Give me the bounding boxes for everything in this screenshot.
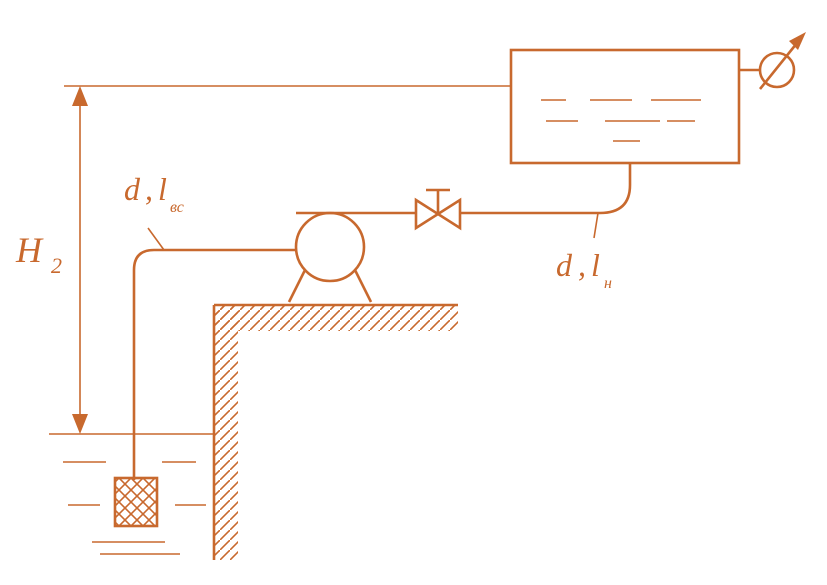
svg-text:,: ,: [145, 171, 153, 207]
pump-icon: [287, 211, 373, 303]
upper-tank: [509, 48, 741, 165]
ground-wall: [212, 303, 458, 560]
pressure-gauge-icon: [739, 32, 806, 90]
svg-text:d: d: [556, 247, 573, 283]
height-label: H: [15, 230, 44, 270]
height-label-subscript: 2: [51, 253, 62, 278]
svg-text:d: d: [124, 171, 141, 207]
suction-label-leader: [147, 227, 165, 251]
svg-text:l: l: [158, 171, 167, 207]
height-dimension-arrow: [72, 86, 88, 434]
sump-water: [63, 461, 206, 555]
suction-strainer-icon: [113, 476, 159, 528]
suction-pipe-label: d , l вс: [124, 171, 184, 216]
discharge-label-leader: [593, 212, 599, 239]
svg-text:н: н: [604, 275, 612, 292]
valve-icon: [414, 188, 462, 231]
suction-pipe: [132, 248, 296, 480]
discharge-pipe-label: d , l н: [556, 247, 612, 292]
svg-text:l: l: [591, 247, 600, 283]
svg-text:,: ,: [578, 247, 586, 283]
discharge-pipe: [330, 163, 632, 215]
svg-text:вс: вс: [170, 199, 184, 216]
